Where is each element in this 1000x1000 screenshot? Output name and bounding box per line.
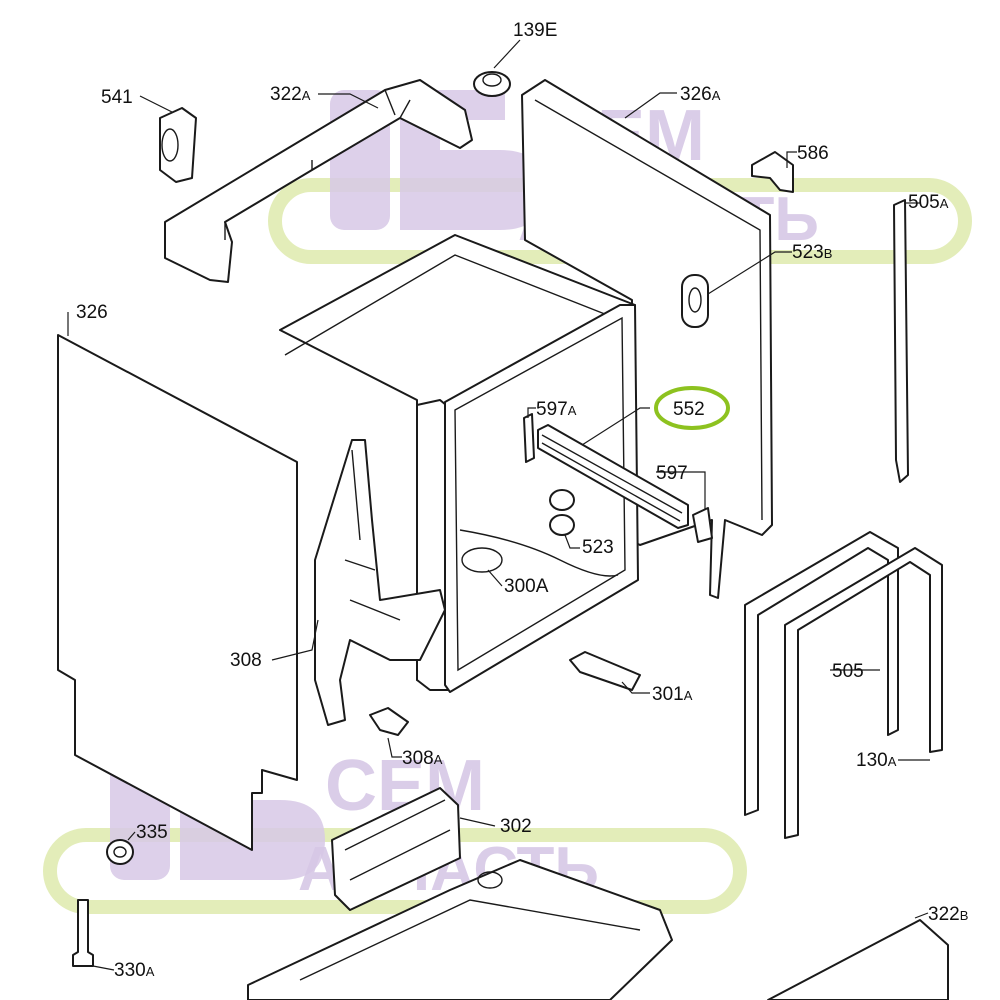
label-308a: 308A (402, 748, 443, 769)
part-597a-clip (523, 413, 535, 463)
part-326-door-panel (57, 334, 298, 851)
label-552: 552 (673, 399, 705, 420)
label-586: 586 (797, 143, 829, 164)
part-505a-strip (893, 199, 909, 483)
part-308a-latch (369, 707, 409, 736)
label-505: 505 (832, 661, 864, 682)
part-541-clip (159, 107, 197, 183)
label-335: 335 (136, 822, 168, 843)
part-322a-top-frame (164, 79, 473, 283)
label-308: 308 (230, 650, 262, 671)
part-322b-kick-plate (767, 919, 949, 1000)
part-586-bracket (751, 151, 794, 193)
label-322a: 322A (270, 84, 311, 105)
part-552-rail (537, 424, 689, 529)
part-301a-bracket (569, 651, 641, 691)
label-301a: 301A (652, 684, 693, 705)
leader-lines (67, 39, 930, 971)
part-523b-grommet (681, 274, 709, 328)
label-597a: 597A (536, 399, 577, 420)
label-541: 541 (101, 87, 133, 108)
label-597: 597 (656, 463, 688, 484)
highlight-ring (654, 386, 730, 430)
label-505a: 505A (908, 192, 949, 213)
part-labels: 139E 541 322A 326A 586 505A 523B 326 597… (76, 20, 968, 981)
part-302-frame (331, 787, 461, 911)
label-523b: 523B (792, 242, 832, 263)
label-330a: 330A (114, 960, 155, 981)
part-308-hinge (314, 439, 446, 726)
part-597-clip (692, 507, 713, 543)
part-base-tray (247, 859, 673, 1000)
label-130a: 130A (856, 750, 897, 771)
label-322b: 322B (928, 904, 968, 925)
label-139e: 139E (513, 20, 557, 41)
part-130a-door-seal (784, 547, 943, 839)
part-335-nut (106, 839, 134, 865)
part-523-rollers (549, 489, 575, 536)
label-302: 302 (500, 816, 532, 837)
part-139e-nut (473, 71, 511, 97)
label-523: 523 (582, 537, 614, 558)
part-505-door-seal (744, 531, 899, 816)
label-326: 326 (76, 302, 108, 323)
label-300a: 300A (504, 576, 549, 597)
label-326a: 326A (680, 84, 721, 105)
